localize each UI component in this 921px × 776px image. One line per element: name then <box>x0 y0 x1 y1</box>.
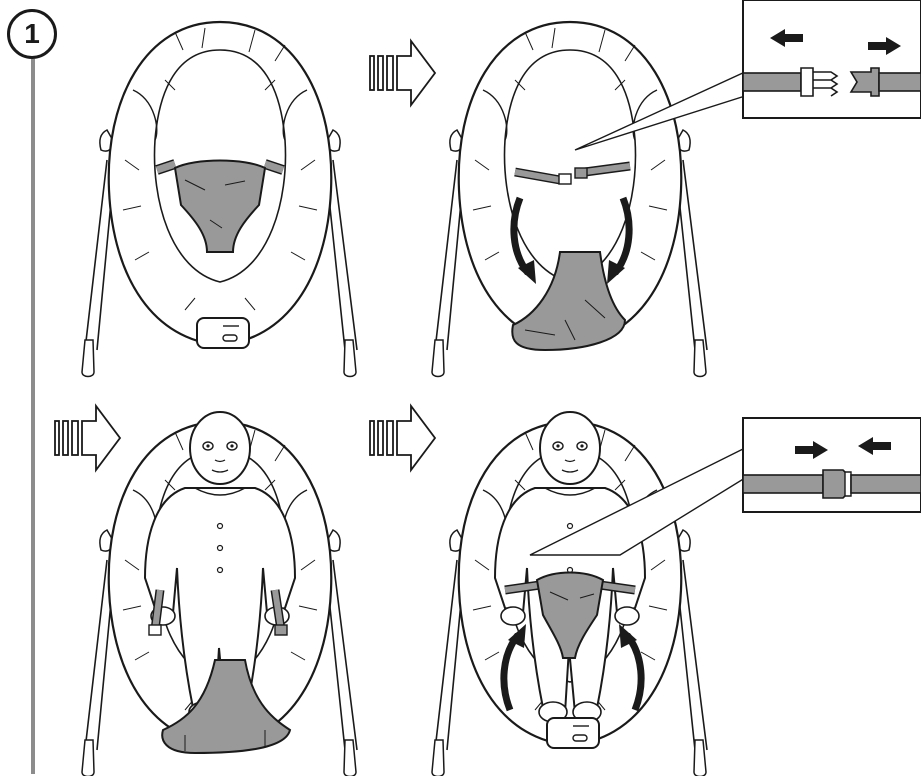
next-step-arrow-2 <box>370 406 435 470</box>
step-rail <box>31 59 35 774</box>
panel-harness-buckled <box>432 412 707 776</box>
inset-buckle-separate <box>743 0 921 118</box>
next-step-arrow-1 <box>370 41 435 105</box>
panel-baby-in-seat <box>82 412 357 776</box>
panel-harness-folded-down <box>432 22 707 377</box>
panel-baby-placed <box>55 406 120 470</box>
panel-harness-on-seat <box>82 22 357 377</box>
inset-buckle-join <box>743 418 921 512</box>
